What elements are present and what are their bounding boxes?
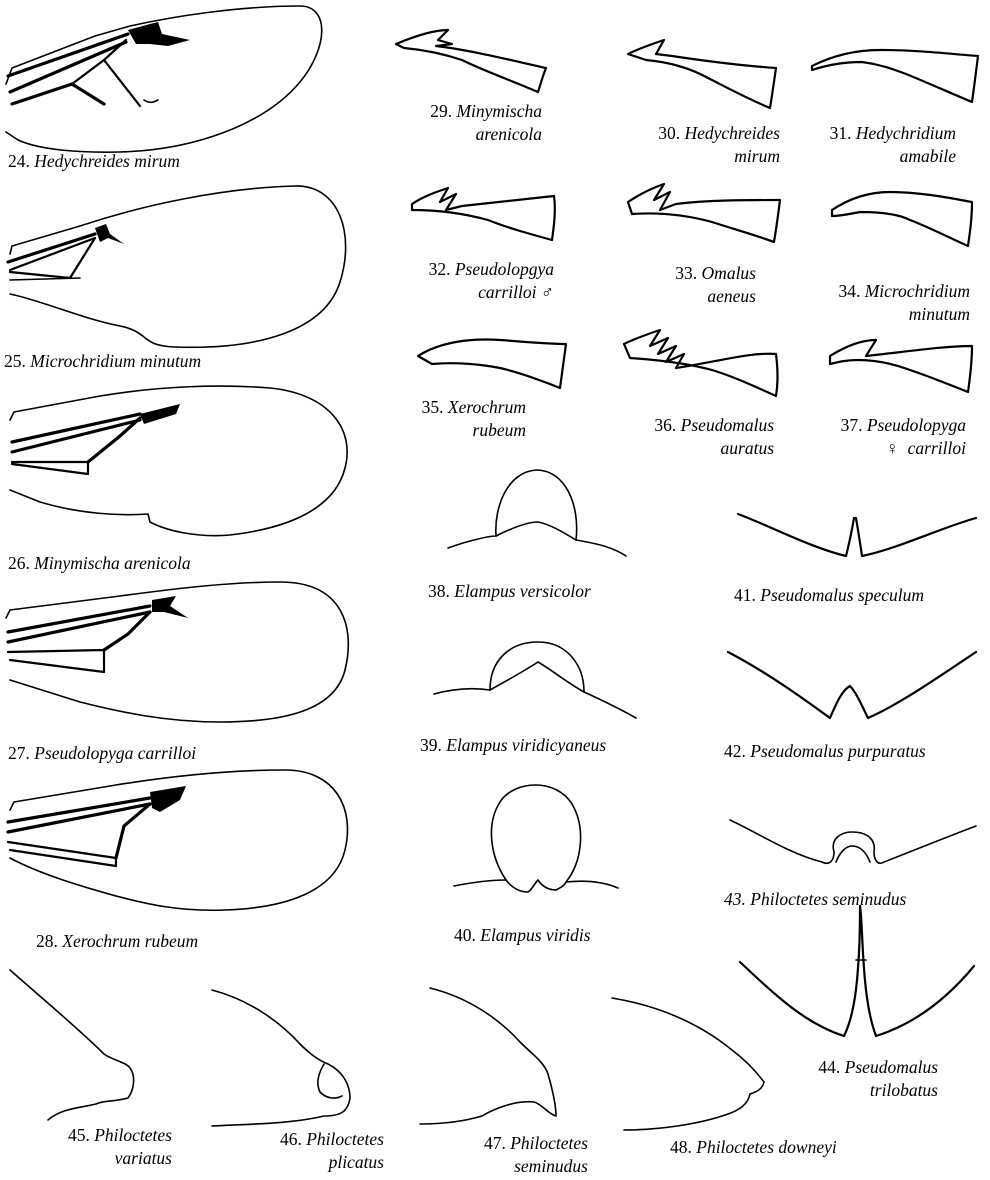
wing-fig-24	[6, 6, 322, 152]
claw-fig-31	[812, 50, 978, 102]
outline-fig-40	[454, 785, 618, 892]
label-fig-30: 30. Hedychreides mirum	[620, 122, 780, 168]
label-fig-38: 38. Elampus versicolor	[428, 580, 591, 603]
wing-fig-27	[6, 582, 348, 722]
label-fig-46: 46. Philoctetes plicatus	[244, 1128, 384, 1174]
female-symbol: ♀	[886, 438, 899, 458]
outline-fig-44	[740, 906, 974, 1036]
label-fig-48: 48. Philoctetes downeyi	[670, 1136, 837, 1159]
label-fig-45: 45. Philoctetes variatus	[30, 1124, 172, 1170]
label-fig-35: 35. Xerochrum rubeum	[386, 396, 526, 442]
outline-fig-38	[448, 470, 626, 556]
claw-fig-36	[624, 330, 778, 396]
outline-fig-48	[612, 998, 764, 1130]
label-fig-33: 33. Omalus aeneus	[620, 262, 756, 308]
claw-fig-30	[628, 40, 776, 108]
label-fig-36: 36. Pseudomalus auratus	[616, 414, 774, 460]
label-fig-47: 47. Philoctetes seminudus	[448, 1132, 588, 1178]
label-fig-40: 40. Elampus viridis	[454, 924, 591, 947]
label-fig-39: 39. Elampus viridicyaneus	[420, 734, 606, 757]
outline-fig-41	[738, 514, 976, 556]
label-fig-44: 44. Pseudomalus trilobatus	[790, 1056, 938, 1102]
label-fig-29: 29. Minymischa arenicola	[396, 100, 542, 146]
wing-fig-28	[8, 770, 348, 910]
claw-fig-37	[830, 340, 972, 392]
claw-fig-32	[412, 188, 555, 240]
label-fig-25: 25. Microchridium minutum	[4, 350, 201, 373]
male-symbol: ♂	[541, 282, 554, 302]
claw-fig-35	[418, 340, 566, 388]
label-fig-32: 32. Pseudolopgya carrilloi ♂	[396, 258, 554, 304]
claw-fig-33	[628, 184, 780, 242]
wing-fig-26	[10, 386, 347, 536]
label-fig-24: 24. Hedychreides mirum	[8, 150, 180, 173]
label-fig-31: 31. Hedychridium amabile	[806, 122, 956, 168]
wing-fig-25	[8, 186, 346, 347]
label-fig-34: 34. Microchridium minutum	[806, 280, 970, 326]
label-fig-37: 37. Pseudolopyga ♀ carrilloi	[814, 414, 966, 460]
outline-fig-39	[434, 642, 636, 718]
label-fig-41: 41. Pseudomalus speculum	[734, 584, 924, 607]
label-fig-27: 27. Pseudolopyga carrilloi	[8, 742, 196, 765]
label-fig-42: 42. Pseudomalus purpuratus	[724, 740, 926, 763]
label-fig-26: 26. Minymischa arenicola	[8, 552, 191, 575]
label-fig-28: 28. Xerochrum rubeum	[36, 930, 198, 953]
outline-fig-47	[420, 988, 556, 1124]
claw-fig-29	[396, 30, 546, 92]
outline-fig-43	[730, 820, 976, 863]
outline-fig-46	[212, 990, 350, 1126]
outline-fig-42	[728, 652, 976, 718]
label-fig-43: 43. Philoctetes seminudus	[724, 888, 906, 911]
claw-fig-34	[832, 192, 972, 246]
outline-fig-45	[10, 970, 134, 1120]
